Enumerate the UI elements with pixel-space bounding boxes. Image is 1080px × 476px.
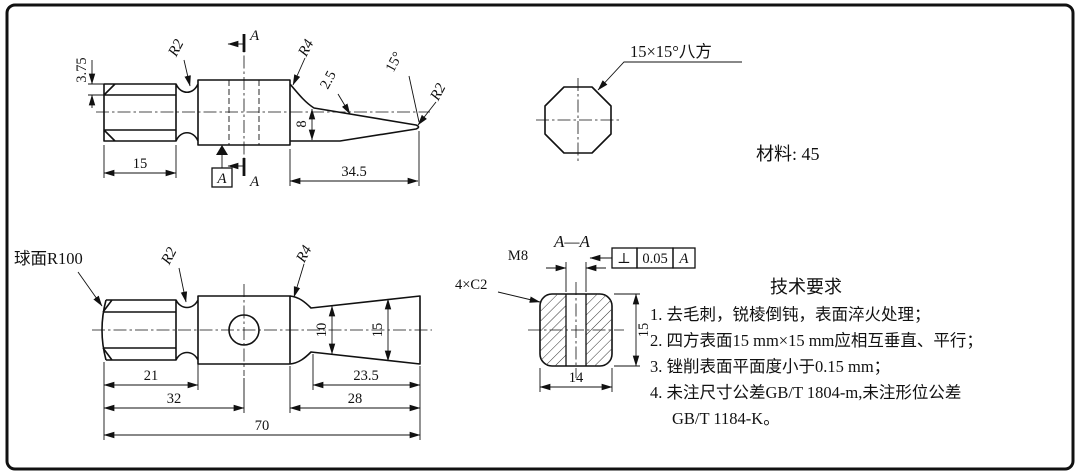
dim-2-5: 2.5 <box>317 68 340 92</box>
technical-requirements: 技术要求 1. 去毛刺，锐棱倒钝，表面淬火处理； 2. 四方表面15 mm×15… <box>650 277 983 428</box>
octagon-view: 15×15°八方 <box>536 42 742 162</box>
datum-frame <box>211 167 233 188</box>
dim-32: 32 <box>167 391 182 407</box>
octagon-centerlines <box>536 78 620 162</box>
tech-req-item-4: 4. 未注尺寸公差GB/T 1804-m,未注形位公差 <box>650 383 961 402</box>
r2-tip-leader <box>417 101 437 126</box>
octagon-callout: 15×15°八方 <box>630 42 712 61</box>
plan-view-centerlines <box>92 284 432 376</box>
dim-10: 10 <box>314 323 330 338</box>
dim-8: 8 <box>294 120 310 127</box>
tolerance-value: 0.05 <box>642 251 667 267</box>
tolerance-datum: A <box>678 251 689 267</box>
dim-28: 28 <box>348 391 363 407</box>
chamfer-label: 4×C2 <box>455 277 487 293</box>
datum-triangle <box>216 145 228 155</box>
section-hole-lines <box>565 294 587 366</box>
dim-23-5: 23.5 <box>353 368 378 384</box>
plan-r2-label: R2 <box>158 245 181 269</box>
dim-15: 15 <box>133 156 148 172</box>
chamfer-leader <box>497 291 541 303</box>
sphere-callout: 球面R100 <box>14 249 83 268</box>
side-view-outline <box>103 79 420 146</box>
plan-r2-leader <box>178 267 188 303</box>
section-view: A—A M8 4×C2 ⊥ 0.05 A 14 15 <box>455 232 696 392</box>
octagon-callout-leader <box>597 61 742 91</box>
r2-groove-leader <box>183 59 191 87</box>
section-title: A—A <box>553 232 591 251</box>
dim-70: 70 <box>255 418 270 434</box>
section-hatch-right <box>586 294 612 366</box>
tech-req-title: 技术要求 <box>770 277 842 297</box>
tech-req-item-4-cont: GB/T 1184-K。 <box>672 409 780 428</box>
section-label-top: A <box>249 28 260 44</box>
section-label-bottom: A <box>249 174 260 190</box>
plan-view: 球面R100 R2 R4 21 32 23.5 28 70 10 15 <box>14 243 432 440</box>
side-view: A A A 3.75 15 34.5 8 2.5 15° R2 R4 R2 <box>74 28 450 190</box>
cross-hole-circle <box>228 314 260 346</box>
plan-r4-leader <box>293 263 305 298</box>
dim-21: 21 <box>144 368 159 384</box>
sheet-border <box>5 3 1075 471</box>
plan-r4-label: R4 <box>293 243 316 267</box>
tech-req-item-1: 1. 去毛刺，锐棱倒钝，表面淬火处理； <box>650 305 931 324</box>
dim-2-5-leader <box>337 93 351 115</box>
r2-tip-label: R2 <box>427 81 450 105</box>
side-view-extension-lines <box>88 75 420 186</box>
section-dim-15: 15 <box>636 323 652 338</box>
tech-req-item-2: 2. 四方表面15 mm×15 mm应相互垂直、平行； <box>650 331 983 350</box>
material-note: 材料: 45 <box>756 144 820 164</box>
plan-view-extension-lines <box>103 354 421 440</box>
plan-dim-15: 15 <box>370 323 386 338</box>
dim-34-5: 34.5 <box>341 164 366 180</box>
sphere-callout-leader <box>77 271 103 307</box>
tolerance-cell-datum <box>672 247 696 269</box>
thread-label: M8 <box>508 248 528 264</box>
section-extension-lines <box>539 293 640 392</box>
datum-label: A <box>216 171 227 187</box>
dim-14: 14 <box>569 370 584 386</box>
r4-shoulder-label: R4 <box>295 37 318 61</box>
side-view-hidden-hole-lines <box>228 80 260 145</box>
perpendicularity-icon: ⊥ <box>617 251 631 267</box>
r4-shoulder-leader <box>292 57 306 86</box>
section-hatch-left <box>540 294 566 366</box>
r2-groove-label: R2 <box>165 37 188 61</box>
octagon-outline <box>544 86 612 154</box>
tech-req-item-3: 3. 锉削表面平面度小于0.15 mm； <box>650 357 890 376</box>
plan-view-outline <box>101 295 421 365</box>
dim-3-75: 3.75 <box>74 57 90 82</box>
angle-15-deg: 15° <box>383 49 407 75</box>
